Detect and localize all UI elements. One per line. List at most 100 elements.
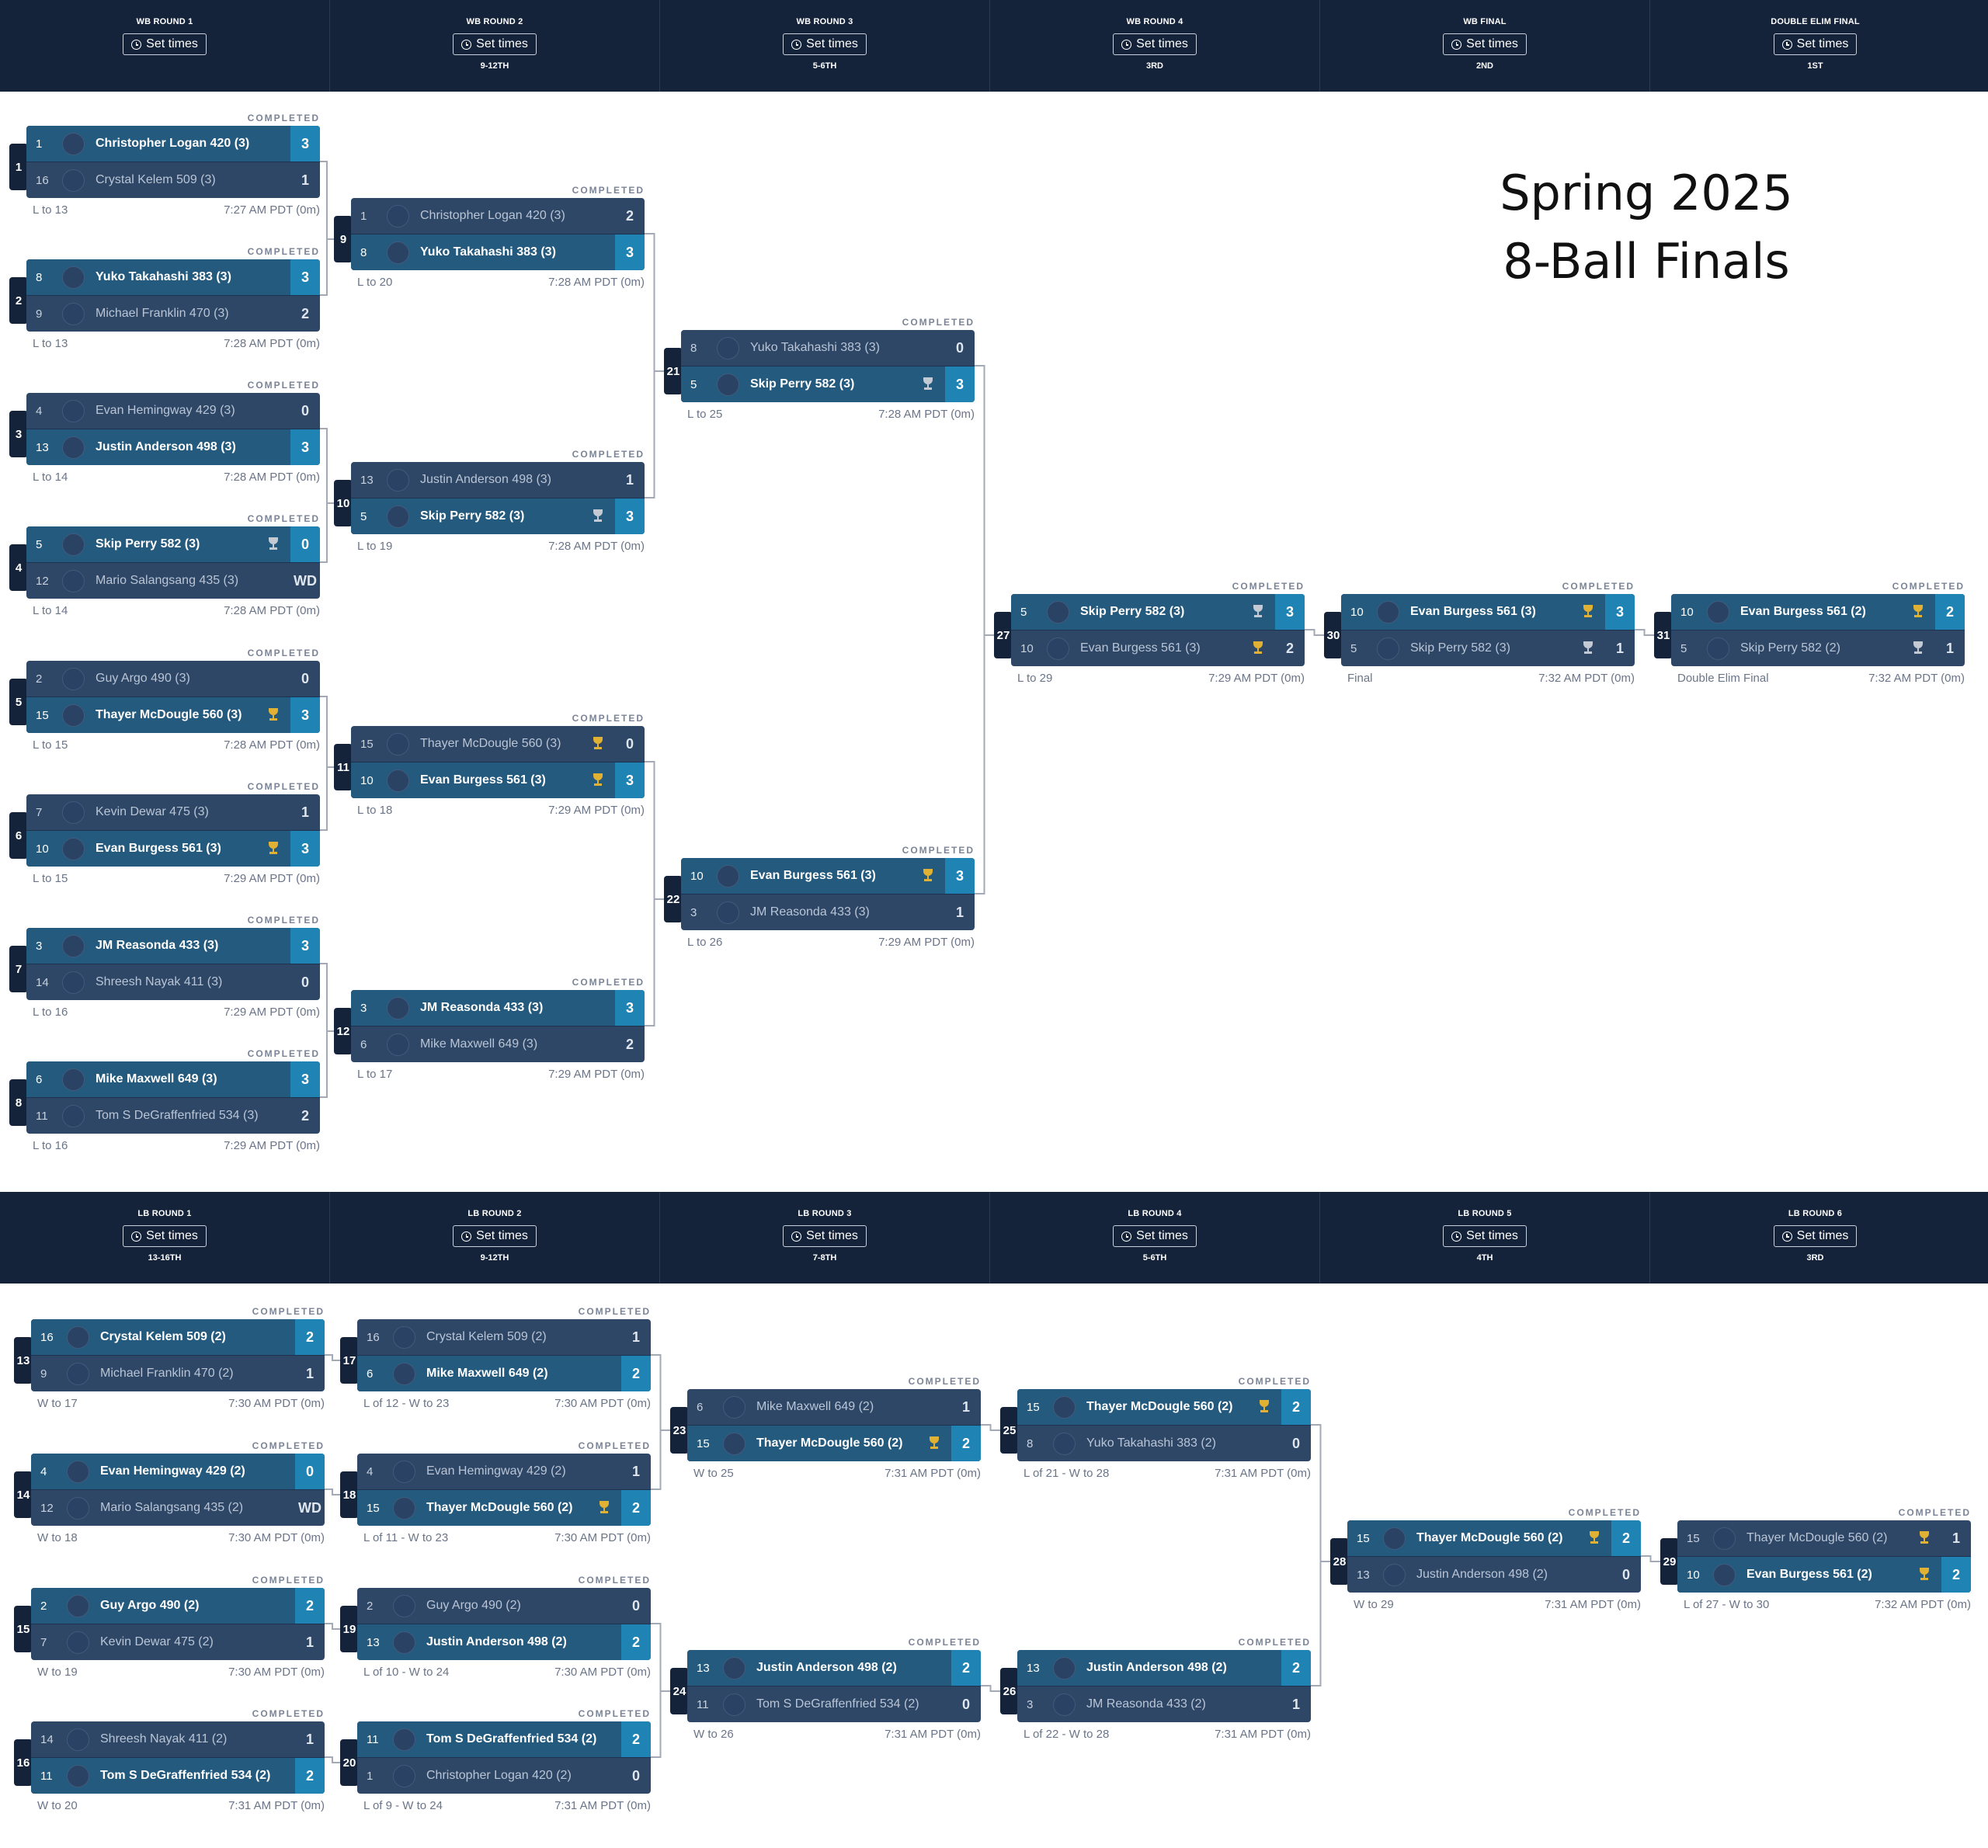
set-times-button[interactable]: Set times [1113,33,1197,55]
set-times-button[interactable]: Set times [453,33,537,55]
set-times-button[interactable]: Set times [1773,1225,1858,1247]
set-times-button[interactable]: Set times [783,1225,867,1247]
set-times-button[interactable]: Set times [123,1225,207,1247]
set-times-button[interactable]: Set times [1443,33,1527,55]
set-times-button[interactable]: Set times [453,1225,537,1247]
set-times-button[interactable]: Set times [783,33,867,55]
set-times-button[interactable]: Set times [1443,1225,1527,1247]
set-times-button[interactable]: Set times [1113,1225,1197,1247]
set-times-button[interactable]: Set times [123,33,207,55]
